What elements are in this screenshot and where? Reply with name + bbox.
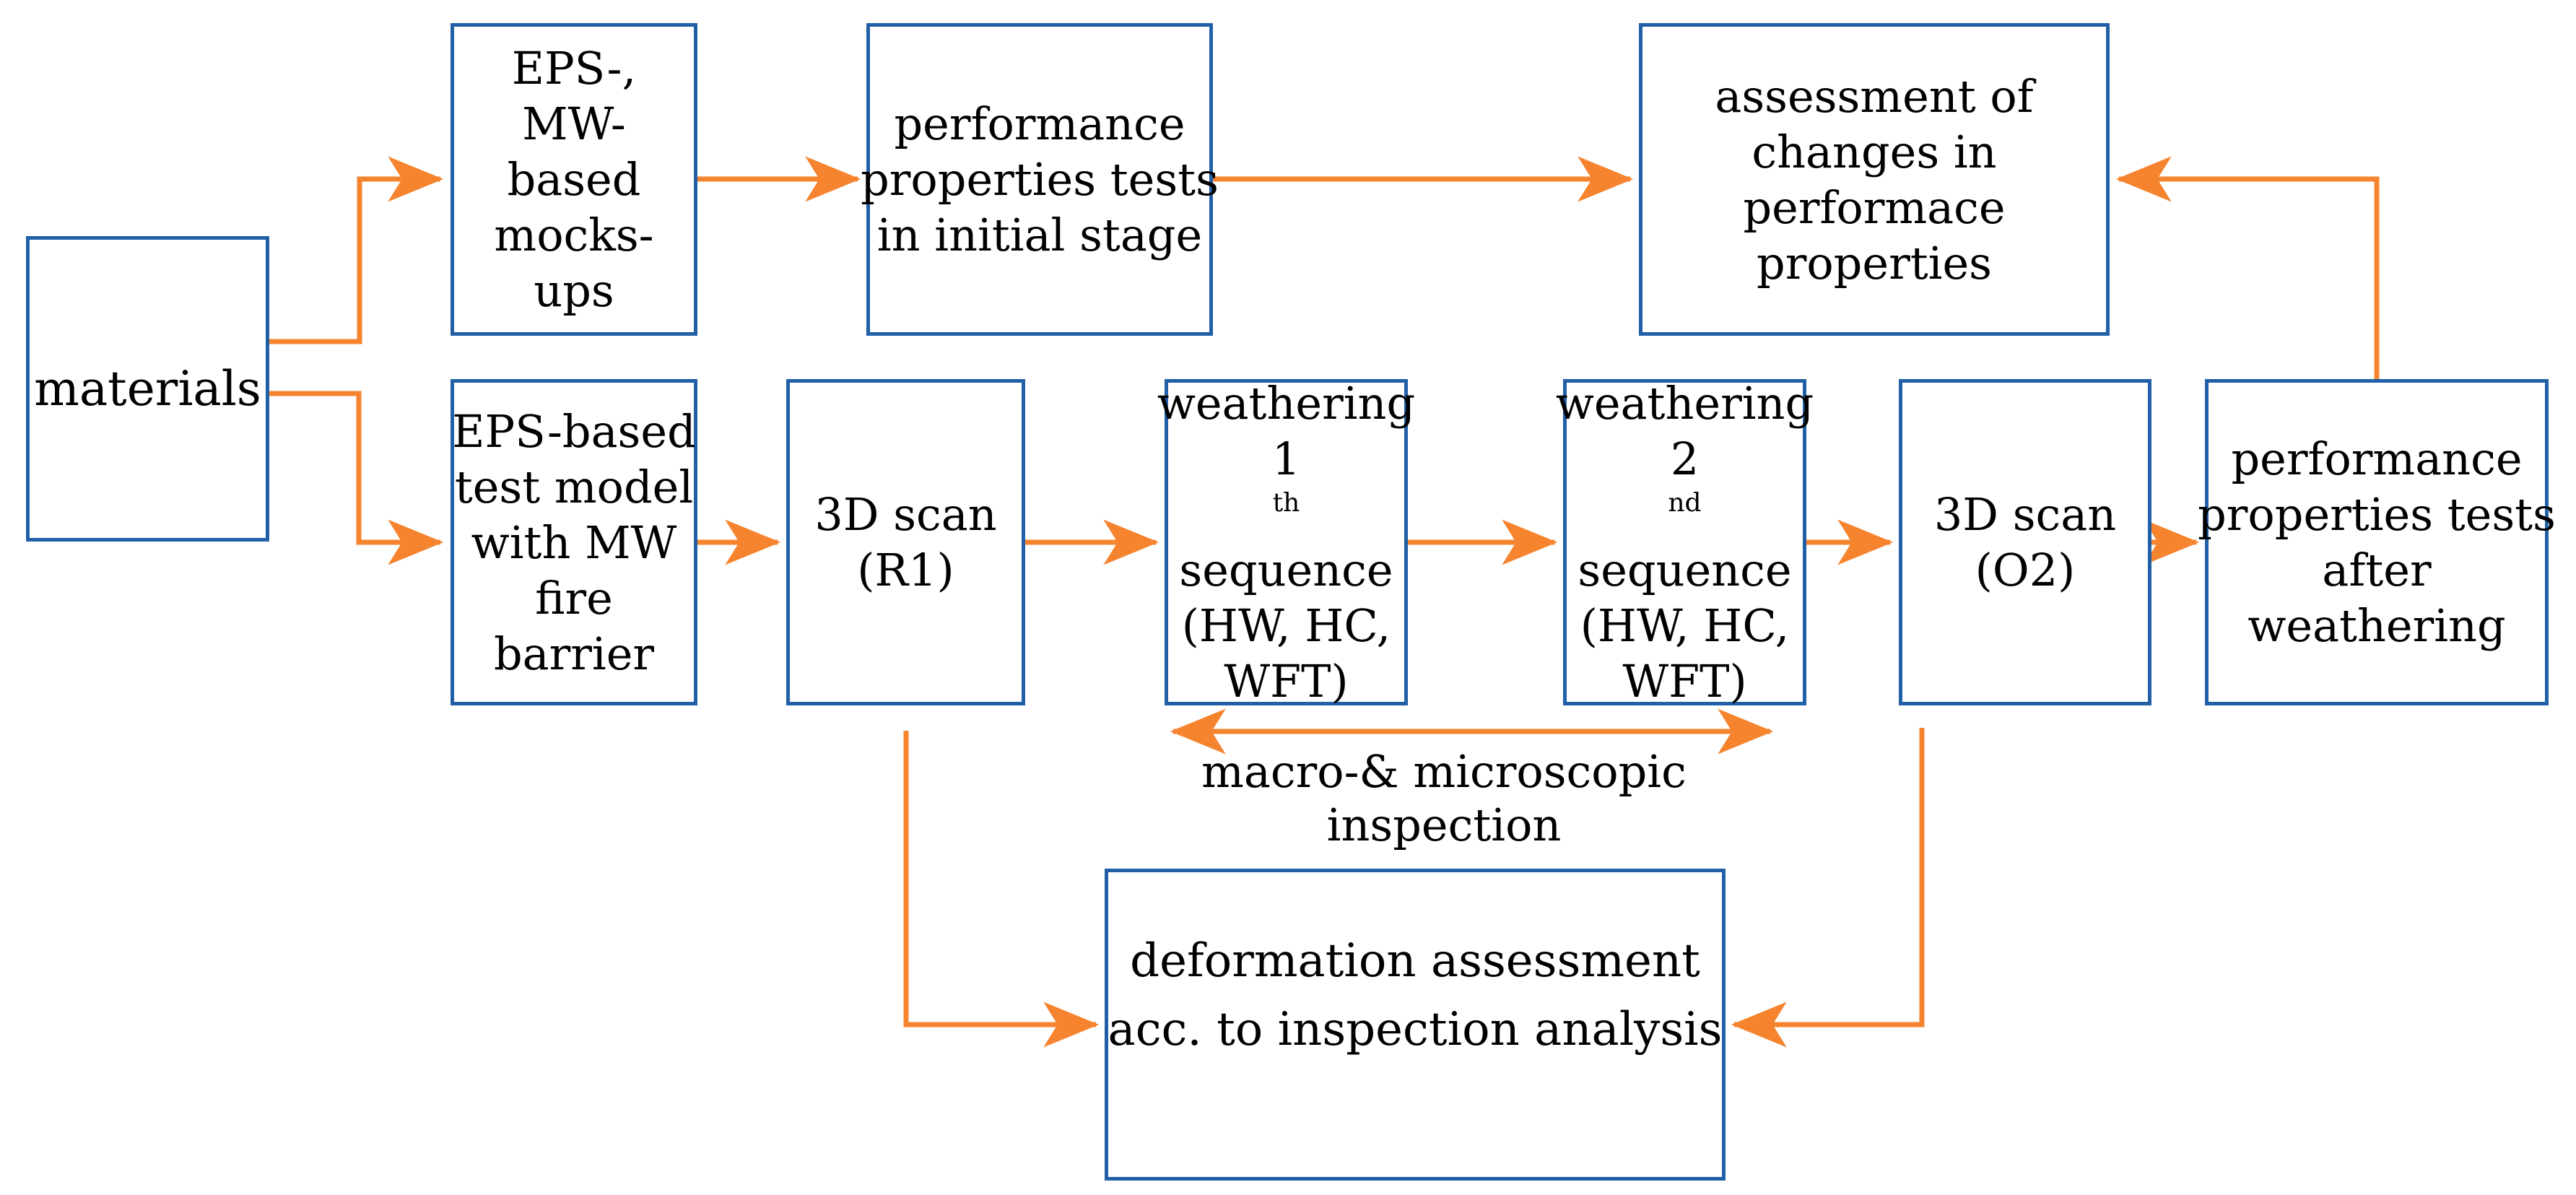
box-eps-mockups: EPS-, MW- based mocks- ups	[451, 23, 697, 336]
box-eps-mockups-line: ups	[534, 264, 614, 317]
label-macro-microscopic-inspection: macro-& microscopic inspection	[1126, 745, 1762, 852]
box-deformation-line: acc. to inspection analysis	[1108, 1003, 1723, 1056]
box-performance-tests-initial: performance properties tests in initial …	[861, 23, 1219, 336]
box-deformation-assessment: deformation assessment acc. to inspectio…	[1105, 869, 1726, 1181]
box-eps-test-model-line: EPS-based	[452, 404, 696, 458]
ordinal-suffix: nd	[1668, 487, 1702, 518]
box-scan-o2-line: 3D scan	[1933, 488, 2117, 541]
box-performance-tests-after-weathering: performance properties tests after weath…	[2198, 379, 2556, 705]
box-perf-initial-line: in initial stage	[876, 209, 1203, 261]
sequence-word: sequence	[1578, 544, 1792, 596]
box-eps-test-model-line: test model	[454, 460, 694, 513]
box-materials-text: materials	[34, 361, 261, 417]
arrow-scan-o2-to-deformation	[1731, 728, 1925, 1048]
box-deformation-line: deformation assessment	[1130, 934, 1700, 988]
box-weathering-1-line: (HW, HC,	[1181, 599, 1391, 652]
box-weathering-1-line: weathering	[1157, 377, 1416, 430]
box-eps-mockups-line: MW-	[522, 97, 626, 150]
arrow-materials-to-eps-mockups	[269, 156, 444, 344]
arrow-perf-after-to-assessment	[2115, 156, 2380, 379]
box-materials: materials	[26, 236, 269, 542]
box-eps-mockups-line: mocks-	[494, 209, 654, 261]
box-eps-mockups-line: based	[507, 153, 641, 206]
box-3d-scan-o2: 3D scan (O2)	[1899, 379, 2151, 705]
sequence-word: sequence	[1179, 544, 1393, 596]
ordinal-number: 2	[1670, 433, 1700, 485]
box-assessment-line: assessment of	[1715, 69, 2034, 123]
box-perf-after-line: weathering	[2248, 599, 2506, 652]
box-scan-r1-line: (R1)	[857, 544, 954, 596]
box-weathering-2-line: (HW, HC,	[1580, 599, 1790, 652]
box-assessment-of-changes: assessment of changes in performace prop…	[1639, 23, 2110, 336]
ordinal-suffix: th	[1272, 487, 1300, 518]
box-perf-after-line: after	[2322, 544, 2432, 596]
box-weathering-2-line: WFT)	[1622, 655, 1747, 708]
box-scan-o2-line: (O2)	[1975, 544, 2076, 596]
box-scan-r1-line: 3D scan	[814, 488, 997, 541]
box-weathering-1-line: WFT)	[1224, 655, 1349, 708]
label-inspection-line2: inspection	[1326, 799, 1562, 851]
box-weathering-2-line: weathering	[1555, 377, 1814, 430]
box-eps-mockups-line: EPS-,	[511, 42, 637, 95]
box-perf-initial-line: properties tests	[861, 153, 1219, 206]
box-eps-test-model: EPS-based test model with MW fire barrie…	[451, 379, 697, 705]
box-eps-test-model-line: with MW	[471, 516, 677, 569]
label-inspection-line1: macro-& microscopic	[1201, 745, 1687, 798]
box-3d-scan-r1: 3D scan (R1)	[786, 379, 1025, 705]
box-assessment-line: performace	[1743, 181, 2006, 234]
ordinal-number: 1	[1271, 433, 1301, 485]
box-eps-test-model-line: fire	[535, 571, 613, 625]
arrow-materials-to-eps-test-model	[269, 391, 444, 565]
box-assessment-line: changes in	[1752, 125, 1997, 178]
box-perf-after-line: properties tests	[2198, 488, 2556, 541]
box-perf-initial-line: performance	[894, 97, 1185, 150]
arrow-scan-r1-to-deformation	[903, 731, 1100, 1048]
box-eps-test-model-line: barrier	[493, 627, 655, 680]
box-perf-after-line: performance	[2231, 433, 2523, 485]
box-assessment-line: properties	[1757, 236, 1992, 290]
